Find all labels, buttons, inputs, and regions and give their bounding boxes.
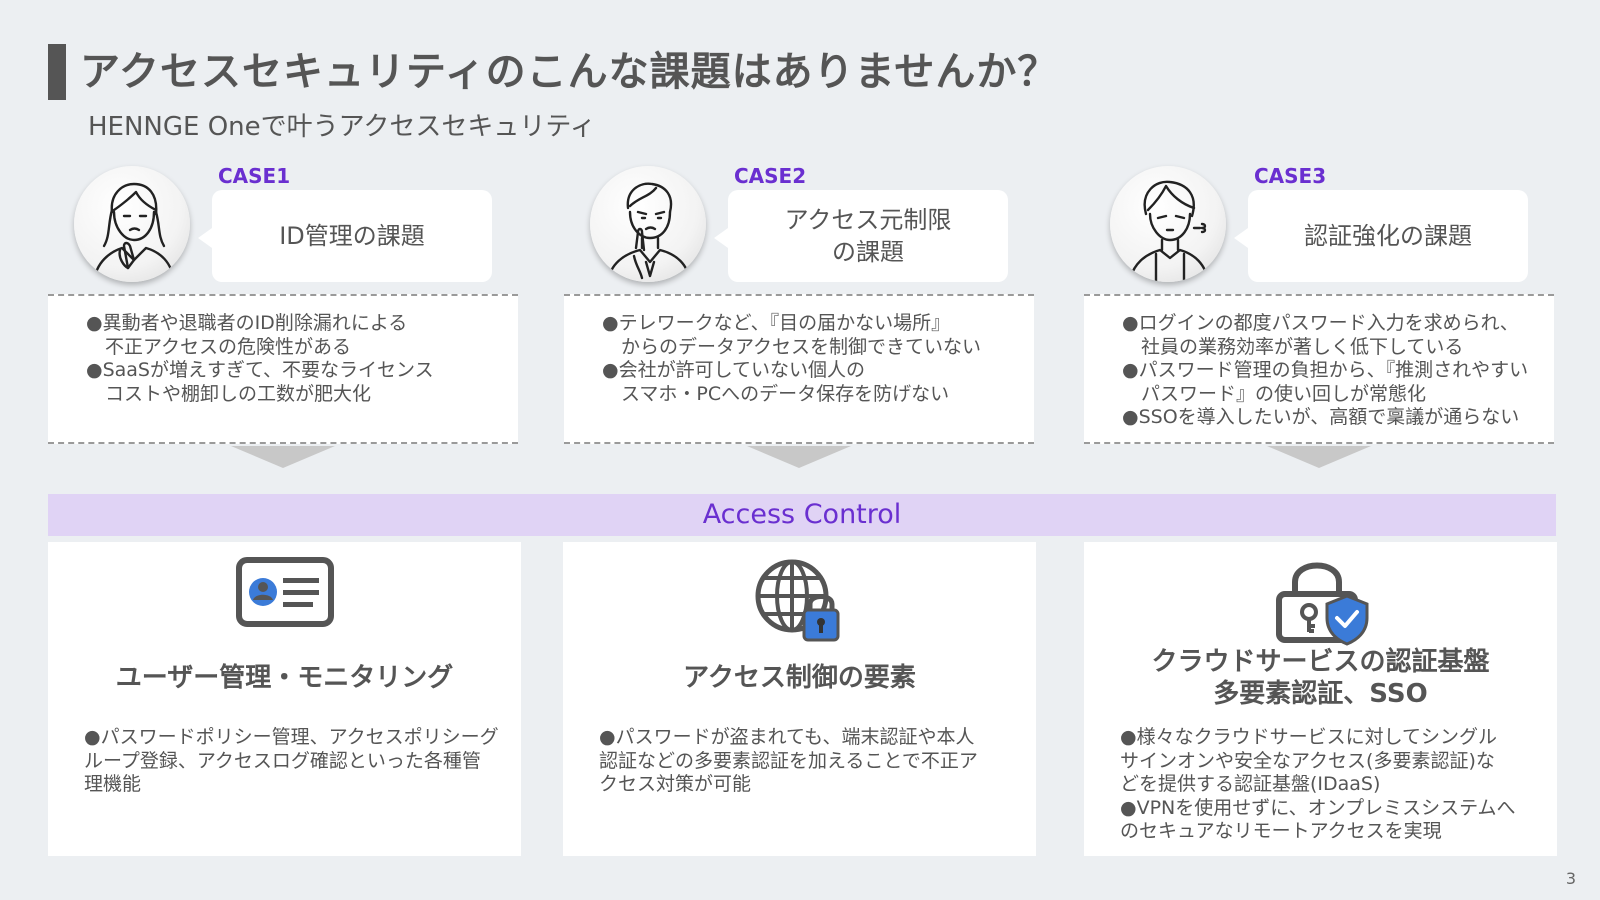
solution-card-user-management: ユーザー管理・モニタリング ●パスワードポリシー管理、アクセスポリシーグ ループ… [48,542,521,856]
card-desc-line: ループ登録、アクセスログ確認といった各種管 [84,749,481,772]
card-description: ●パスワードが盗まれても、端末認証や本人 認証などの多要素認証を加えることで不正… [599,726,1012,797]
issue-list: ●テレワークなど、『目の届かない場所』 からのデータアクセスを制御できていない … [564,294,1034,444]
issue-item: ●ログインの都度パスワード入力を求められ、 [1122,312,1519,334]
card-title-line: クラウドサービスの認証基盤 [1151,647,1490,677]
page-title: アクセスセキュリティのこんな課題はありませんか？ [80,49,1059,95]
card-desc-line: どを提供する認証基盤(IDaaS) [1120,773,1381,795]
case-speech-bubble: ID管理の課題 [198,190,492,282]
bubble-line: の課題 [832,238,904,266]
issue-item-continued: 不正アクセスの危険性がある [105,335,352,358]
card-desc-line: ●様々なクラウドサービスに対してシングル [1120,726,1498,748]
issue-item: ●SSOを導入したいが、高額で稟議が通らない [1122,406,1520,428]
case-label: CASE1 [218,164,291,188]
card-desc-line: のセキュアなリモートアクセスを実現 [1120,820,1442,842]
card-desc-line: ●VPNを使用せずに、オンプレミスシステムへ [1120,796,1516,819]
solution-card-cloud-auth: クラウドサービスの認証基盤 多要素認証、SSO ●様々なクラウドサービスに対して… [1084,542,1557,856]
card-title: アクセス制御の要素 [683,663,916,693]
card-title: クラウドサービスの認証基盤 多要素認証、SSO [1084,646,1557,710]
case-label: CASE2 [734,164,807,188]
case-label: CASE3 [1254,164,1327,188]
card-desc-line: ●パスワードが盗まれても、端末認証や本人 [599,726,975,748]
card-desc-line: 理機能 [84,773,142,795]
card-title: ユーザー管理・モニタリング [115,663,454,693]
down-arrow-icon [747,446,851,468]
issue-item: ●テレワークなど、『目の届かない場所』 [602,312,951,334]
issue-item-continued: コストや棚卸しの工数が肥大化 [105,382,372,405]
bubble-line: アクセス元制限 [784,206,952,234]
padlock-shield-icon [1271,556,1371,652]
issue-item: ●異動者や退職者のID削除漏れによる [86,312,408,334]
id-card-icon [235,556,335,634]
card-desc-line: ●パスワードポリシー管理、アクセスポリシーグ [84,726,499,748]
card-title-line: 多要素認証、SSO [1213,679,1428,709]
card-desc-line: 認証などの多要素認証を加えることで不正ア [599,749,978,772]
card-desc-line: クセス対策が可能 [599,773,752,795]
page-subtitle: HENNGE Oneで叶うアクセスセキュリティ [88,112,596,142]
issue-list: ●ログインの都度パスワード入力を求められ、 社員の業務効率が著しく低下している … [1084,294,1554,444]
bubble-line: ID管理の課題 [279,222,425,250]
person-sighing-avatar-icon [1110,166,1226,282]
case-speech-bubble: アクセス元制限 の課題 [714,190,1008,282]
issue-list: ●異動者や退職者のID削除漏れによる 不正アクセスの危険性がある ●SaaSが増… [48,294,518,444]
issue-item-continued: 社員の業務効率が著しく低下している [1141,335,1464,358]
down-arrow-icon [1267,446,1371,468]
issue-item-continued: スマホ・PCへのデータ保存を防げない [621,382,950,405]
down-arrow-icon [231,446,335,468]
case-speech-bubble: 認証強化の課題 [1234,190,1528,282]
card-description: ●様々なクラウドサービスに対してシングル サインオンや安全なアクセス(多要素認証… [1120,726,1533,844]
issue-item: ●パスワード管理の負担から、『推測されやすい [1122,359,1529,381]
issue-item: ●会社が許可していない個人の [602,359,866,381]
man-worried-avatar-icon [590,166,706,282]
globe-lock-icon [752,556,848,652]
issue-item-continued: パスワード』の使い回しが常態化 [1141,382,1427,405]
issue-item: ●SaaSが増えすぎて、不要なライセンス [86,359,434,381]
page-number: 3 [1565,869,1576,888]
access-control-band: Access Control [48,494,1556,536]
card-description: ●パスワードポリシー管理、アクセスポリシーグ ループ登録、アクセスログ確認といっ… [84,726,499,797]
card-desc-line: サインオンや安全なアクセス(多要素認証)な [1120,749,1495,772]
woman-thinking-avatar-icon [74,166,190,282]
solution-card-access-control: アクセス制御の要素 ●パスワードが盗まれても、端末認証や本人 認証などの多要素認… [563,542,1036,856]
title-accent-bar [48,44,66,100]
bubble-line: 認証強化の課題 [1304,222,1472,250]
issue-item-continued: からのデータアクセスを制御できていない [621,335,982,358]
